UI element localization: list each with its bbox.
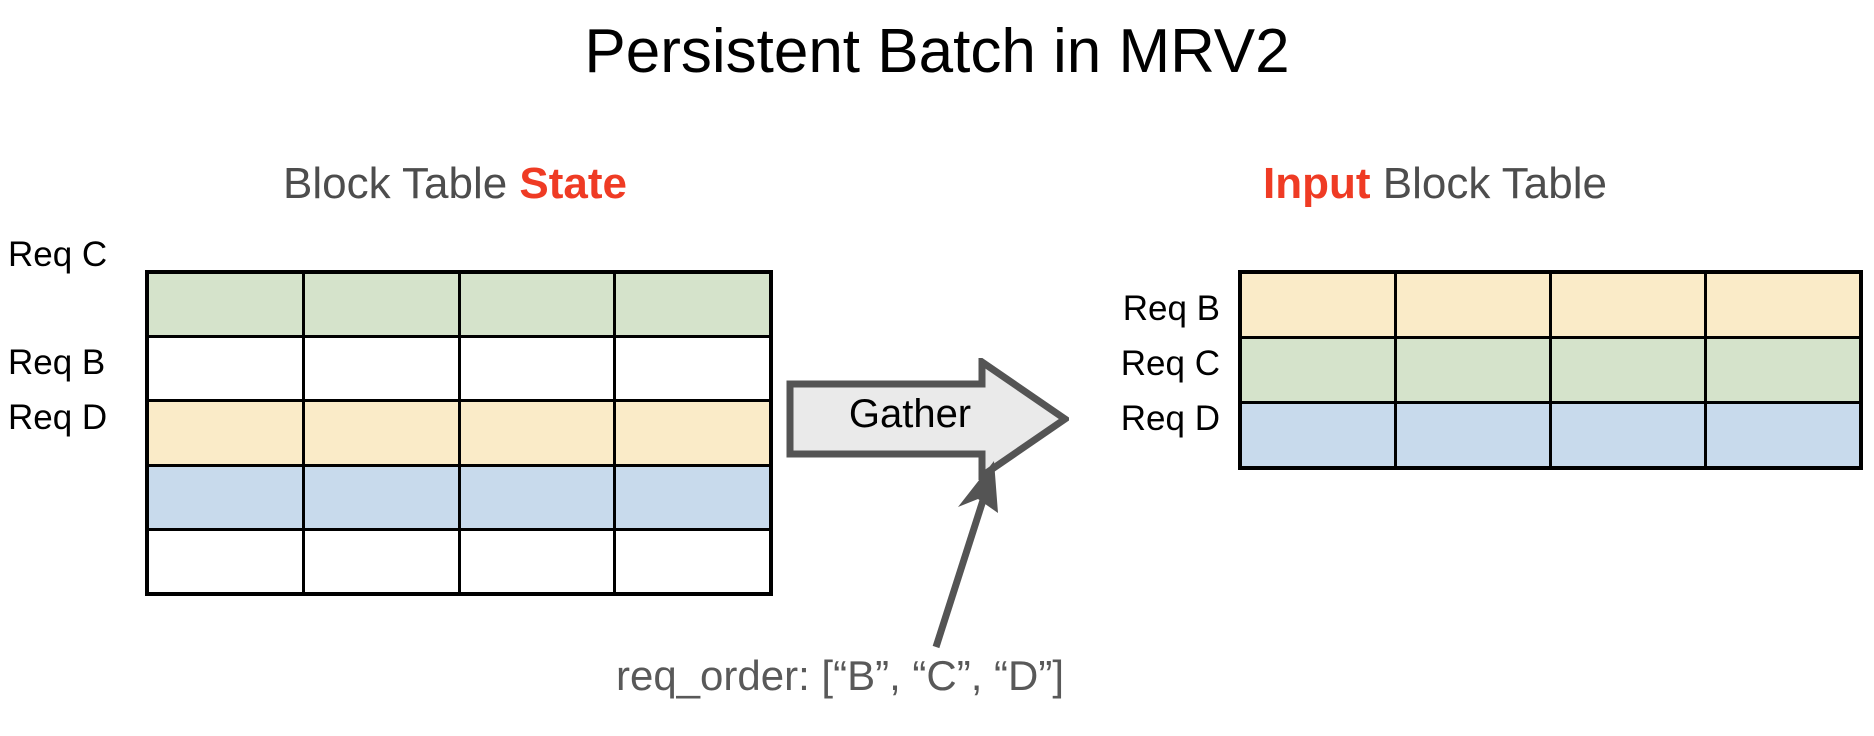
input-cell-r2c2 bbox=[1552, 404, 1704, 466]
cell-r4c1 bbox=[304, 530, 458, 592]
cell-r4c2 bbox=[460, 530, 614, 592]
cell-r2c0 bbox=[149, 402, 302, 464]
heading-right-suffix: Block Table bbox=[1370, 159, 1607, 208]
right-row-label-req-c: Req C bbox=[1120, 344, 1220, 383]
input-cell-r2c0 bbox=[1242, 404, 1394, 466]
gather-arrow-icon bbox=[786, 358, 1069, 480]
left-row-label-req-d: Req D bbox=[8, 398, 108, 437]
page-title: Persistent Batch in MRV2 bbox=[584, 17, 1290, 86]
right-row-label-req-d: Req D bbox=[1120, 399, 1220, 438]
heading-left-accent: State bbox=[519, 159, 628, 208]
cell-r3c2 bbox=[460, 466, 614, 528]
cell-r2c2 bbox=[460, 402, 614, 464]
cell-r0c0 bbox=[149, 274, 302, 336]
cell-r3c3 bbox=[616, 466, 769, 528]
cell-r3c0 bbox=[149, 466, 302, 528]
cell-r1c2 bbox=[460, 338, 614, 400]
left-row-label-req-c: Req C bbox=[8, 235, 108, 274]
input-cell-r2c1 bbox=[1397, 404, 1549, 466]
input-cell-r1c0 bbox=[1242, 339, 1394, 401]
cell-r3c1 bbox=[304, 466, 458, 528]
cell-r0c2 bbox=[460, 274, 614, 336]
block-table-state-grid bbox=[145, 270, 773, 596]
cell-r2c3 bbox=[616, 402, 769, 464]
input-cell-r2c3 bbox=[1707, 404, 1859, 466]
left-row-label-req-b: Req B bbox=[8, 343, 106, 382]
input-cell-r0c2 bbox=[1552, 274, 1704, 336]
cell-r2c1 bbox=[304, 402, 458, 464]
heading-left-prefix: Block Table bbox=[282, 159, 520, 208]
input-cell-r0c1 bbox=[1397, 274, 1549, 336]
cell-r0c3 bbox=[616, 274, 769, 336]
input-cell-r1c1 bbox=[1397, 339, 1549, 401]
req-order-pointer-icon bbox=[910, 455, 1030, 655]
input-cell-r0c0 bbox=[1242, 274, 1394, 336]
cell-r4c0 bbox=[149, 530, 302, 592]
cell-r1c1 bbox=[304, 338, 458, 400]
block-table-state-heading: Block Table State bbox=[135, 157, 775, 211]
input-cell-r1c2 bbox=[1552, 339, 1704, 401]
right-row-label-req-b: Req B bbox=[1122, 289, 1220, 328]
input-cell-r0c3 bbox=[1707, 274, 1859, 336]
gather-label: Gather bbox=[848, 392, 972, 436]
cell-r4c3 bbox=[616, 530, 769, 592]
cell-r1c0 bbox=[149, 338, 302, 400]
input-cell-r1c3 bbox=[1707, 339, 1859, 401]
input-block-table-grid bbox=[1238, 270, 1863, 470]
cell-r0c1 bbox=[304, 274, 458, 336]
input-block-table-heading: Input Block Table bbox=[1085, 157, 1785, 211]
req-order-caption: req_order: [“B”, “C”, “D”] bbox=[615, 652, 1065, 699]
cell-r1c3 bbox=[616, 338, 769, 400]
heading-right-accent: Input bbox=[1263, 159, 1371, 208]
